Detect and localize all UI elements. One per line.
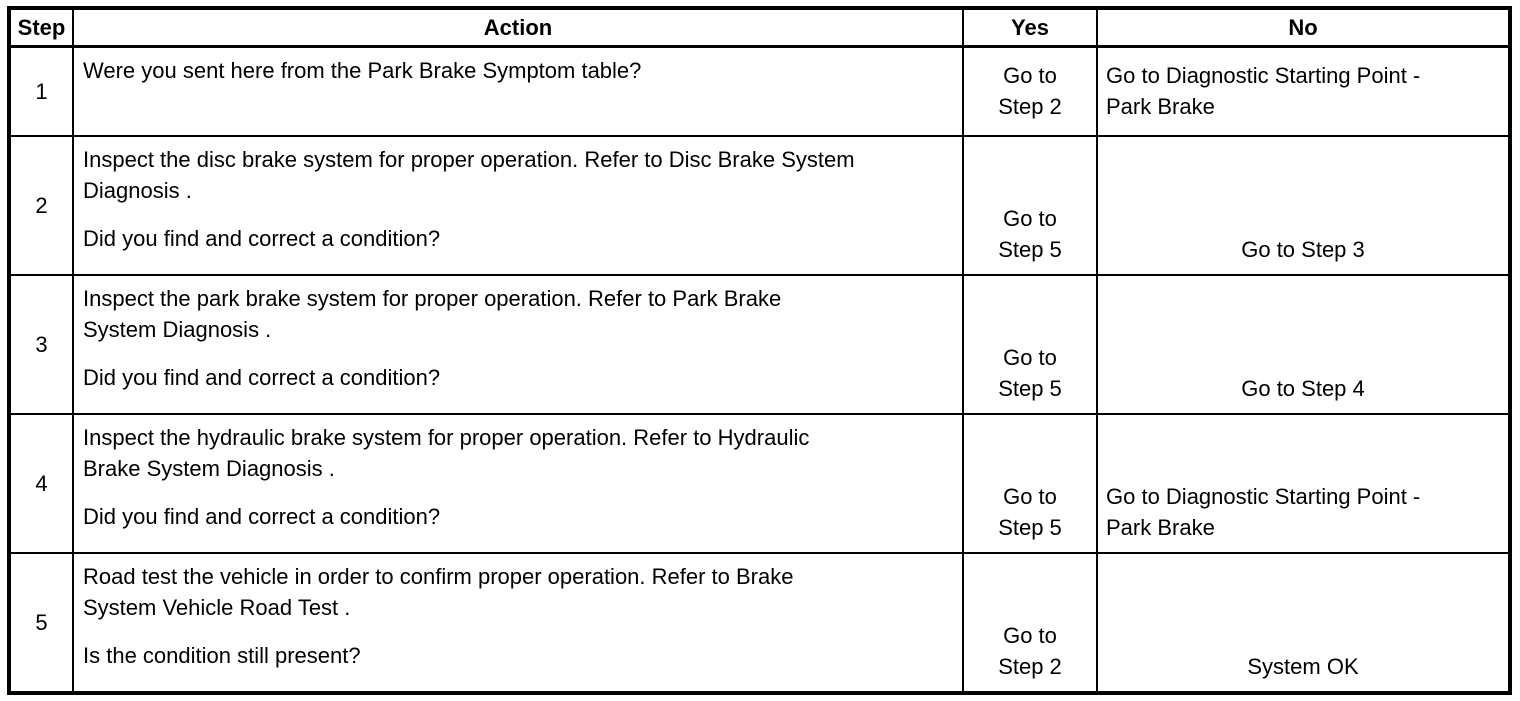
action-question-text: Is the condition still present?	[83, 643, 361, 668]
table-row: 1 Were you sent here from the Park Brake…	[8, 45, 1511, 137]
action-main-text: Inspect the hydraulic brake system for p…	[83, 425, 810, 481]
table-row: 4 Inspect the hydraulic brake system for…	[8, 413, 1511, 554]
action-main-text: Were you sent here from the Park Brake S…	[83, 58, 642, 83]
table-row: 3 Inspect the park brake system for prop…	[8, 274, 1511, 415]
yes-cell: Go to Step 2	[962, 45, 1098, 137]
action-cell: Road test the vehicle in order to confir…	[72, 552, 964, 694]
action-question-text: Did you find and correct a condition?	[83, 365, 441, 390]
header-row: Step Action Yes No	[8, 7, 1511, 48]
step-number: 1	[8, 45, 74, 137]
yes-cell: Go to Step 5	[962, 135, 1098, 276]
action-question-text: Did you find and correct a condition?	[83, 504, 441, 529]
no-cell: System OK	[1096, 552, 1511, 694]
action-cell: Inspect the hydraulic brake system for p…	[72, 413, 964, 554]
no-cell: Go to Diagnostic Starting Point - Park B…	[1096, 413, 1511, 554]
col-header-action: Action	[72, 7, 964, 48]
no-cell: Go to Step 4	[1096, 274, 1511, 415]
col-header-no: No	[1096, 7, 1511, 48]
action-main-text: Inspect the disc brake system for proper…	[83, 147, 855, 203]
action-main-text: Inspect the park brake system for proper…	[83, 286, 782, 342]
yes-cell: Go to Step 2	[962, 552, 1098, 694]
diagnostic-table: Step Action Yes No 1 Were you sent here …	[7, 6, 1512, 695]
yes-cell: Go to Step 5	[962, 413, 1098, 554]
col-header-step: Step	[8, 7, 74, 48]
action-cell: Were you sent here from the Park Brake S…	[72, 45, 964, 137]
no-cell: Go to Step 3	[1096, 135, 1511, 276]
table-row: 2 Inspect the disc brake system for prop…	[8, 135, 1511, 276]
yes-cell: Go to Step 5	[962, 274, 1098, 415]
step-number: 2	[8, 135, 74, 276]
action-main-text: Road test the vehicle in order to confir…	[83, 564, 794, 620]
step-number: 5	[8, 552, 74, 694]
col-header-yes: Yes	[962, 7, 1098, 48]
table-row: 5 Road test the vehicle in order to conf…	[8, 552, 1511, 694]
action-question-text: Did you find and correct a condition?	[83, 226, 441, 251]
action-cell: Inspect the park brake system for proper…	[72, 274, 964, 415]
step-number: 3	[8, 274, 74, 415]
no-cell: Go to Diagnostic Starting Point - Park B…	[1096, 45, 1511, 137]
action-cell: Inspect the disc brake system for proper…	[72, 135, 964, 276]
step-number: 4	[8, 413, 74, 554]
